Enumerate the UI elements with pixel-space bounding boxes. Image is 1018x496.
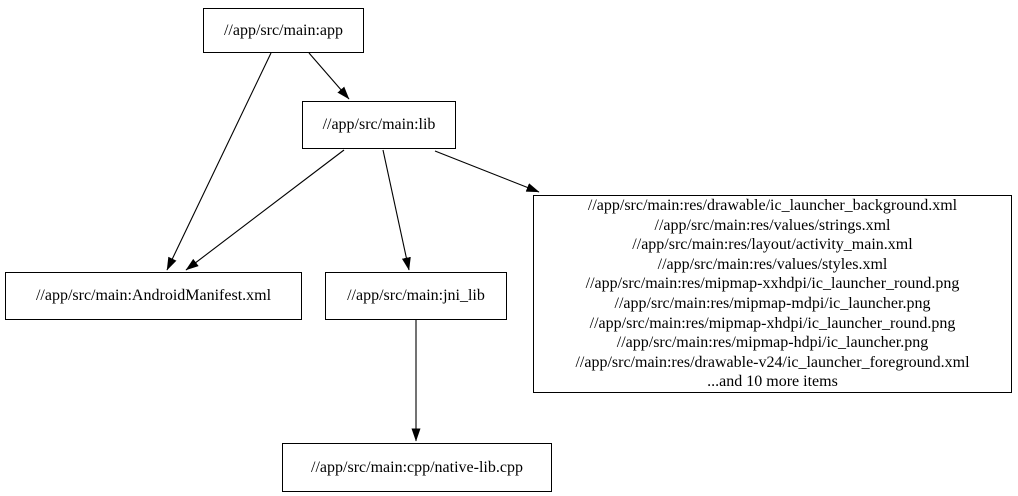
node-res-fileset: //app/src/main:res/drawable/ic_launcher_… (533, 195, 1012, 393)
edge-lib-to-jni-lib (382, 149, 411, 271)
node-app: //app/src/main:app (203, 8, 364, 53)
edge-lib-to-android-manifest (185, 149, 345, 271)
res-file-item: //app/src/main:res/drawable-v24/ic_launc… (575, 353, 970, 371)
node-lib-label: //app/src/main:lib (322, 116, 436, 133)
res-file-item: //app/src/main:res/mipmap-hdpi/ic_launch… (616, 334, 929, 352)
res-file-item: //app/src/main:res/drawable/ic_launcher_… (587, 197, 958, 215)
res-file-item: //app/src/main:res/mipmap-xhdpi/ic_launc… (589, 314, 956, 332)
res-file-item: //app/src/main:res/layout/activity_main.… (632, 236, 913, 254)
res-file-item: //app/src/main:res/mipmap-mdpi/ic_launch… (614, 295, 931, 312)
node-lib: //app/src/main:lib (302, 101, 456, 149)
node-native-lib-cpp: //app/src/main:cpp/native-lib.cpp (282, 443, 552, 492)
node-jni-lib-label: //app/src/main:jni_lib (347, 287, 485, 304)
res-file-more-items: ...and 10 more items (707, 373, 838, 391)
res-file-item: //app/src/main:res/values/strings.xml (654, 216, 891, 234)
node-android-manifest-label: //app/src/main:AndroidManifest.xml (35, 287, 272, 304)
edge-app-to-android-manifest (166, 52, 272, 271)
edge-app-to-lib (308, 52, 350, 100)
res-file-item: //app/src/main:res/mipmap-xxhdpi/ic_laun… (585, 275, 960, 293)
node-native-lib-cpp-label: //app/src/main:cpp/native-lib.cpp (311, 458, 523, 476)
node-android-manifest: //app/src/main:AndroidManifest.xml (5, 272, 302, 320)
edge-lib-to-res-fileset (434, 150, 540, 193)
res-file-item: //app/src/main:res/values/styles.xml (657, 255, 888, 273)
node-app-label: //app/src/main:app (223, 21, 344, 39)
node-jni-lib: //app/src/main:jni_lib (325, 272, 507, 320)
